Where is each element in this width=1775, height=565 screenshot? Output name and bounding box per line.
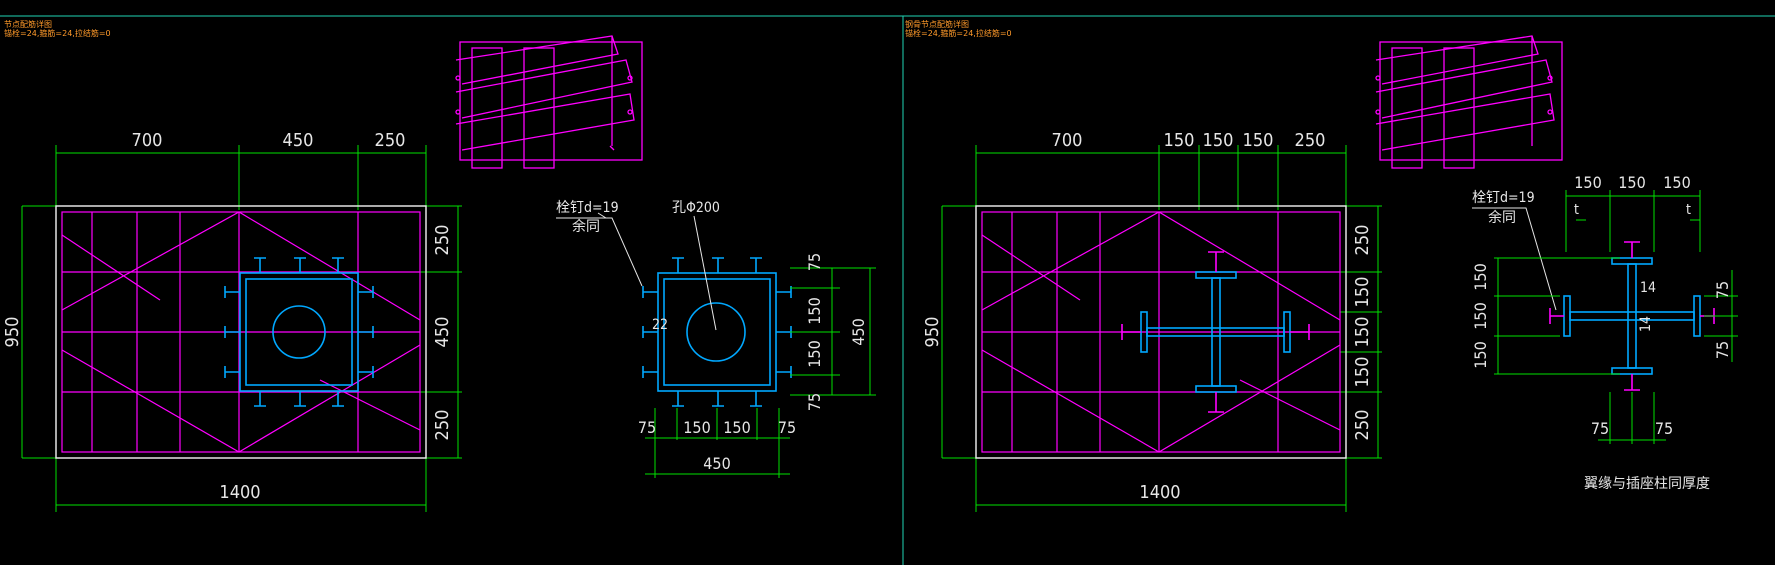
right-detail-right-dim-2: 75 [1713,341,1732,359]
left-detail-right-dim-4: 75 [805,393,824,411]
left-detail-bottom-dim-4: 75 [778,418,796,437]
right-top-dim-150-c: 150 [1243,130,1274,151]
right-top-dim-150-b: 150 [1203,130,1234,151]
left-detail-total-dim: 450 [849,318,868,345]
right-detail-bottom-dim-1: 75 [1591,419,1609,438]
left-width-dim: 1400 [219,482,260,503]
right-cross-studs [1121,251,1310,413]
right-detail-left-dim-1: 150 [1471,263,1490,290]
left-tube-detail: 栓钉d=19 余同 孔Φ200 22 75 150 150 75 450 75 … [556,200,876,478]
right-detail-top-dim-3: 150 [1663,173,1690,192]
left-detail-bottom-dim-3: 150 [723,418,750,437]
left-right-dim-3: 250 [432,410,453,441]
right-right-dim-2: 150 [1352,277,1373,308]
right-thickness-label-left: t [1574,202,1579,218]
right-stirrup-sketch [1375,35,1563,169]
left-stirrup-sketch [455,35,643,169]
left-steel-tube [224,257,374,407]
right-web-thickness-2: 14 [1638,316,1654,332]
left-hole-label: 孔Φ200 [672,200,720,216]
right-detail-right-dim-1: 75 [1713,281,1732,299]
left-detail-right-dim-3: 150 [805,340,824,367]
left-detail-bottom-total: 450 [703,454,730,473]
right-right-dim-3: 150 [1352,317,1373,348]
right-detail-bottom-dim-2: 75 [1655,419,1673,438]
right-thickness-label-right: t [1686,202,1691,218]
right-top-dim-150-a: 150 [1164,130,1195,151]
right-detail-left-dim-2: 150 [1471,302,1490,329]
left-stud-note: 栓钉d=19 [556,200,619,216]
left-dimension-lines [21,145,462,512]
right-header-line-1: 钢骨节点配筋详图 [905,20,969,29]
right-panel: 700 150 150 150 250 950 250 150 150 150 … [922,35,1738,512]
left-weld-size: 22 [652,317,668,333]
right-height-dim: 950 [922,317,943,348]
left-column-outline [55,205,427,459]
right-detail-left-dim-3: 150 [1471,341,1490,368]
left-panel: 700 450 250 950 250 450 250 1400 [2,35,876,512]
left-height-dim: 950 [2,317,23,348]
left-detail-bottom-dim-1: 75 [638,418,656,437]
right-cross-detail: 150 150 150 t t 栓钉d=19 余同 150 150 150 14… [1471,173,1738,492]
left-header-line-1: 节点配筋详图 [4,20,52,29]
left-rebar-cage [61,211,421,453]
right-web-thickness-1: 14 [1640,280,1656,296]
right-caption: 翼缘与插座柱同厚度 [1584,476,1710,492]
right-right-dim-4: 150 [1352,357,1373,388]
left-stud-note-same: 余同 [572,218,600,235]
left-right-dim-1: 250 [432,225,453,256]
right-dimension-lines [941,145,1382,512]
left-detail-right-dim-1: 75 [805,253,824,271]
right-detail-top-dim-2: 150 [1618,173,1645,192]
right-stud-note: 栓钉d=19 [1472,190,1535,206]
right-top-dim-250: 250 [1295,130,1326,151]
right-column-outline [975,205,1347,459]
left-top-dim-700: 700 [132,130,163,151]
left-detail-right-dim-2: 150 [805,297,824,324]
right-top-dim-700: 700 [1052,130,1083,151]
left-top-dim-250: 250 [375,130,406,151]
right-stud-note-same: 余同 [1488,209,1516,226]
left-header-line-2: 锚栓=24,箍筋=24,拉结筋=0 [4,29,111,38]
right-width-dim: 1400 [1139,482,1180,503]
right-header-line-2: 锚栓=24,箍筋=24,拉结筋=0 [905,29,1012,38]
right-rebar-cage [981,211,1341,453]
right-right-dim-5: 250 [1352,410,1373,441]
right-right-dim-1: 250 [1352,225,1373,256]
left-top-dim-450: 450 [283,130,314,151]
right-detail-top-dim-1: 150 [1574,173,1601,192]
left-right-dim-2: 450 [432,317,453,348]
left-detail-bottom-dim-2: 150 [683,418,710,437]
